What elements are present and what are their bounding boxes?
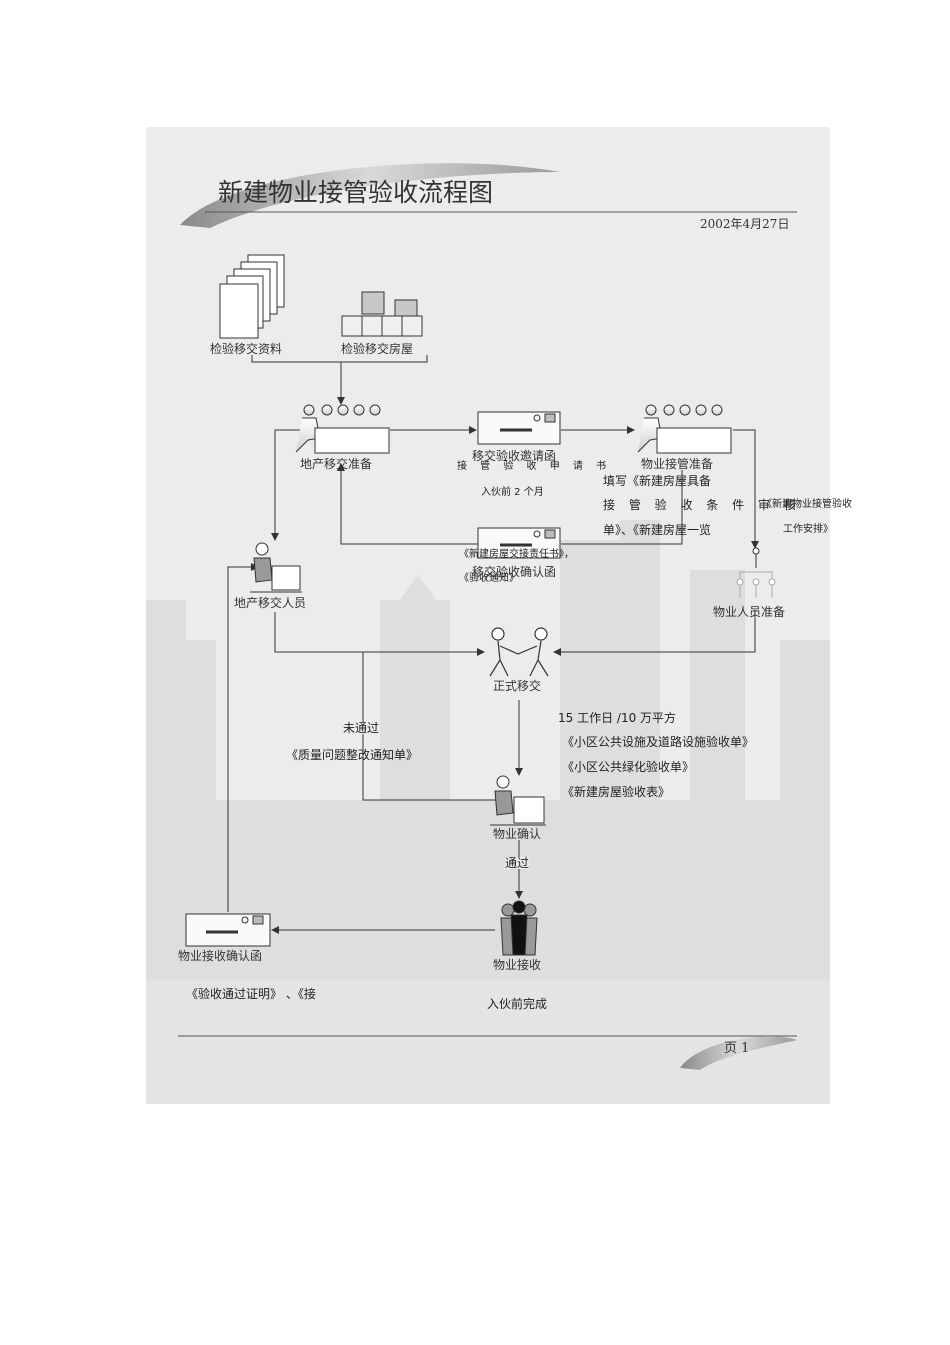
note-rectify: 《质量问题整改通知单》	[286, 748, 419, 762]
node-pm-staff-prep-label: 物业人员准备	[713, 605, 786, 619]
handshake-icon	[489, 627, 549, 677]
node-confirm-letter-label: 移交验收确认函	[472, 565, 557, 579]
node-houses-label: 检验移交房屋	[341, 342, 414, 356]
node-invite-letter-label: 移交验收邀请函	[472, 449, 557, 463]
documents-stack-icon	[219, 254, 285, 339]
note-schedule-line1: 《新建物业接管验收	[762, 499, 852, 510]
footer-decoration	[178, 1035, 797, 1070]
node-formal-handover-label: 正式移交	[493, 679, 542, 693]
header-swoosh	[180, 163, 797, 228]
note-house-form: 《新建房屋验收表》	[562, 785, 671, 799]
node-receipt-letter-label: 物业接收确认函	[178, 949, 263, 963]
note-acceptance-notice: 《验收通知》	[459, 573, 519, 584]
note-before-move-in: 入伙前完成	[487, 997, 548, 1011]
note-fill-line2: 接 管 验 收 条 件 审 核	[603, 498, 801, 512]
pm-confirm-desk-icon	[490, 775, 546, 826]
date-stamp: 2002年4月27日	[700, 217, 790, 231]
node-developer-prep-label: 地产移交准备	[300, 457, 373, 471]
note-workdays: 15 工作日 /10 万平方	[558, 711, 677, 725]
node-pm-confirm-label: 物业确认	[493, 827, 542, 841]
note-resp-book: 《新建房屋交接责任书》，	[459, 549, 574, 560]
staff-org-icon	[736, 547, 776, 598]
invite-envelope-icon	[477, 411, 561, 445]
connector-lines	[227, 355, 759, 934]
city-skyline-backdrop	[146, 520, 830, 1104]
node-pm-prep-label: 物业接管准备	[641, 457, 714, 471]
developer-staff-desk-icon	[250, 542, 302, 593]
node-docs-label: 检验移交资料	[210, 342, 283, 356]
note-green-form: 《小区公共绿化验收单》	[562, 760, 695, 774]
note-fill-line3: 单》、《新建房屋一览	[603, 523, 712, 537]
page-number: 页 1	[724, 1041, 750, 1056]
receiving-group-icon	[500, 900, 538, 956]
node-developer-staff-label: 地产移交人员	[234, 596, 307, 610]
note-schedule-line2: 工作安排》	[783, 524, 833, 535]
edge-fail-label: 未通过	[343, 721, 380, 735]
note-certificate: 《验收通过证明》 、《接	[186, 987, 316, 1001]
note-fill-line1: 填写《新建房屋具备	[603, 474, 712, 488]
note-facility-form: 《小区公共设施及道路设施验收单》	[562, 735, 755, 749]
note-two-months: 入伙前 2 个月	[481, 487, 544, 498]
edge-pass-label: 通过	[505, 856, 530, 870]
developer-meeting-icon	[295, 404, 390, 454]
house-cubes-icon	[341, 291, 423, 337]
note-application: 接 管 验 收 申 请 书	[457, 461, 612, 472]
node-pm-receive-label: 物业接收	[493, 958, 542, 972]
page-title: 新建物业接管验收流程图	[218, 178, 494, 207]
confirm-envelope-icon	[477, 527, 561, 559]
pm-meeting-icon	[637, 404, 732, 454]
receipt-envelope-icon	[185, 913, 271, 947]
